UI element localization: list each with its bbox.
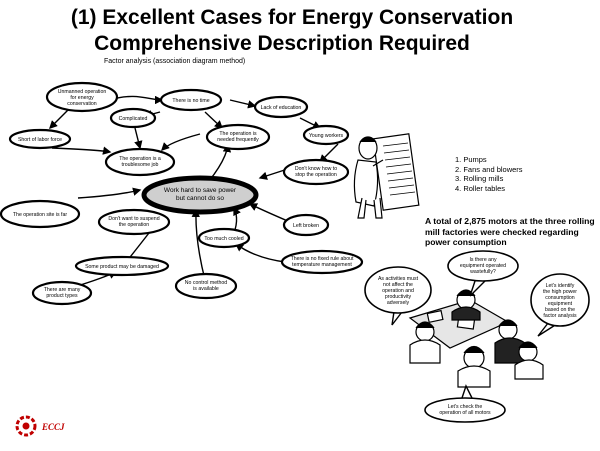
node-text: No control method xyxy=(185,280,228,286)
node-text: There is no fixed rule about xyxy=(291,256,354,262)
bubble-text: the high power xyxy=(543,289,577,295)
node-left-broken: Left broken xyxy=(282,213,330,237)
bubble-text: wastefully? xyxy=(470,269,496,275)
bubble-text: not affect the xyxy=(383,282,413,288)
presenter-illustration xyxy=(353,133,420,219)
bubble-text: operation of all motors xyxy=(439,410,491,416)
node-text: Complicated xyxy=(119,116,148,122)
node-text: is available xyxy=(193,286,219,292)
node-text: Too much cooled xyxy=(204,236,243,242)
node-product-damaged: Some product may be damaged xyxy=(74,255,170,277)
node-text: conservation xyxy=(67,101,97,107)
node-no-control-method: No control method is available xyxy=(174,272,238,300)
bubble-text: Is there any xyxy=(469,257,497,263)
node-text: for energy xyxy=(70,95,94,101)
center-node-line-1: Work hard to save power xyxy=(164,187,237,194)
list-item: 2. Fans and blowers xyxy=(455,164,523,174)
node-dont-know-stop: Don't know how to stop the operation xyxy=(282,158,350,186)
node-no-time: There is no time xyxy=(159,88,223,112)
node-young-workers: Young workers xyxy=(302,124,350,146)
node-text: There are many xyxy=(44,287,81,293)
node-text: Don't know how to xyxy=(295,166,337,172)
list-item: 1. Pumps xyxy=(455,155,487,164)
eccj-logo-icon xyxy=(15,415,37,437)
list-item: 4. Roller tables xyxy=(455,183,506,193)
node-text: needed frequently xyxy=(217,137,259,143)
bubble-text: consumption xyxy=(545,295,575,301)
node-text: Lack of education xyxy=(261,105,302,111)
node-operation-needed: The operation is needed frequently xyxy=(205,123,271,151)
node-short-labor: Short of labor force xyxy=(8,128,72,150)
speech-bubble-check-motors: Let's check the operation of all motors xyxy=(424,384,506,423)
bubble-text: based on the xyxy=(545,307,575,313)
node-text: The operation site is far xyxy=(13,212,67,218)
speech-bubble-identify: Let's identify the high power consumptio… xyxy=(530,273,590,337)
node-unmanned-operation: Unmanned operation for energy conservati… xyxy=(45,81,119,113)
node-too-much-cooled: Too much cooled xyxy=(197,227,251,249)
node-text: temperature management xyxy=(292,262,352,268)
summary-text: A total of 2,875 motors at the three rol… xyxy=(425,216,595,247)
node-no-fixed-rule: There is no fixed rule about temperature… xyxy=(280,249,364,275)
node-troublesome-job: The operation is a troublesome job xyxy=(104,147,176,177)
node-complicated: Complicated xyxy=(109,107,157,129)
node-text: Don't want to suspend xyxy=(108,216,159,222)
meeting-illustration xyxy=(408,289,544,388)
node-text: The operation is a xyxy=(119,156,161,162)
diagram-subtitle: Factor analysis (association diagram met… xyxy=(104,58,246,65)
node-text: There is no time xyxy=(172,98,209,104)
bubble-text: Let's check the xyxy=(448,404,483,410)
node-text: the operation xyxy=(119,222,149,228)
center-node: Work hard to save power but cannot do so xyxy=(141,175,259,215)
bubble-text: equipment xyxy=(548,301,573,307)
bubble-text: productivity xyxy=(385,294,412,300)
speech-bubble-equipment: Is there any equipment operated wasteful… xyxy=(447,250,519,297)
node-text: product types xyxy=(46,293,78,299)
node-text: Young workers xyxy=(309,133,344,139)
node-lack-education: Lack of education xyxy=(253,95,309,119)
node-dont-want-suspend: Don't want to suspend the operation xyxy=(97,208,171,236)
node-text: troublesome job xyxy=(122,162,159,168)
speech-bubble-activities: As activities must not affect the operat… xyxy=(364,266,432,326)
node-text: Some product may be damaged xyxy=(85,264,159,270)
node-many-product-types: There are many product types xyxy=(31,280,93,306)
bubble-text: adversely xyxy=(387,300,410,306)
title-line-1: (1) Excellent Cases for Energy Conservat… xyxy=(70,6,514,29)
node-text: Left broken xyxy=(293,223,319,229)
title-line-2: Comprehensive Description Required xyxy=(94,32,470,55)
node-text: The operation is xyxy=(219,131,257,137)
node-site-far: The operation site is far xyxy=(0,199,81,229)
list-item: 3. Rolling mills xyxy=(455,174,504,183)
node-text: Unmanned operation xyxy=(58,89,107,95)
node-text: stop the operation xyxy=(295,172,337,178)
equipment-list: 1. Pumps 2. Fans and blowers 3. Rolling … xyxy=(455,155,523,193)
bubble-text: equipment operated xyxy=(460,263,506,269)
bubble-text: Let's identify xyxy=(546,283,575,289)
bubble-text: operation and xyxy=(382,288,414,294)
bubble-text: factor analysis xyxy=(543,313,577,319)
center-node-line-2: but cannot do so xyxy=(176,195,224,202)
bubble-text: As activities must xyxy=(378,276,419,282)
node-text: Short of labor force xyxy=(18,137,62,143)
logo-text: ECCJ xyxy=(42,422,65,432)
